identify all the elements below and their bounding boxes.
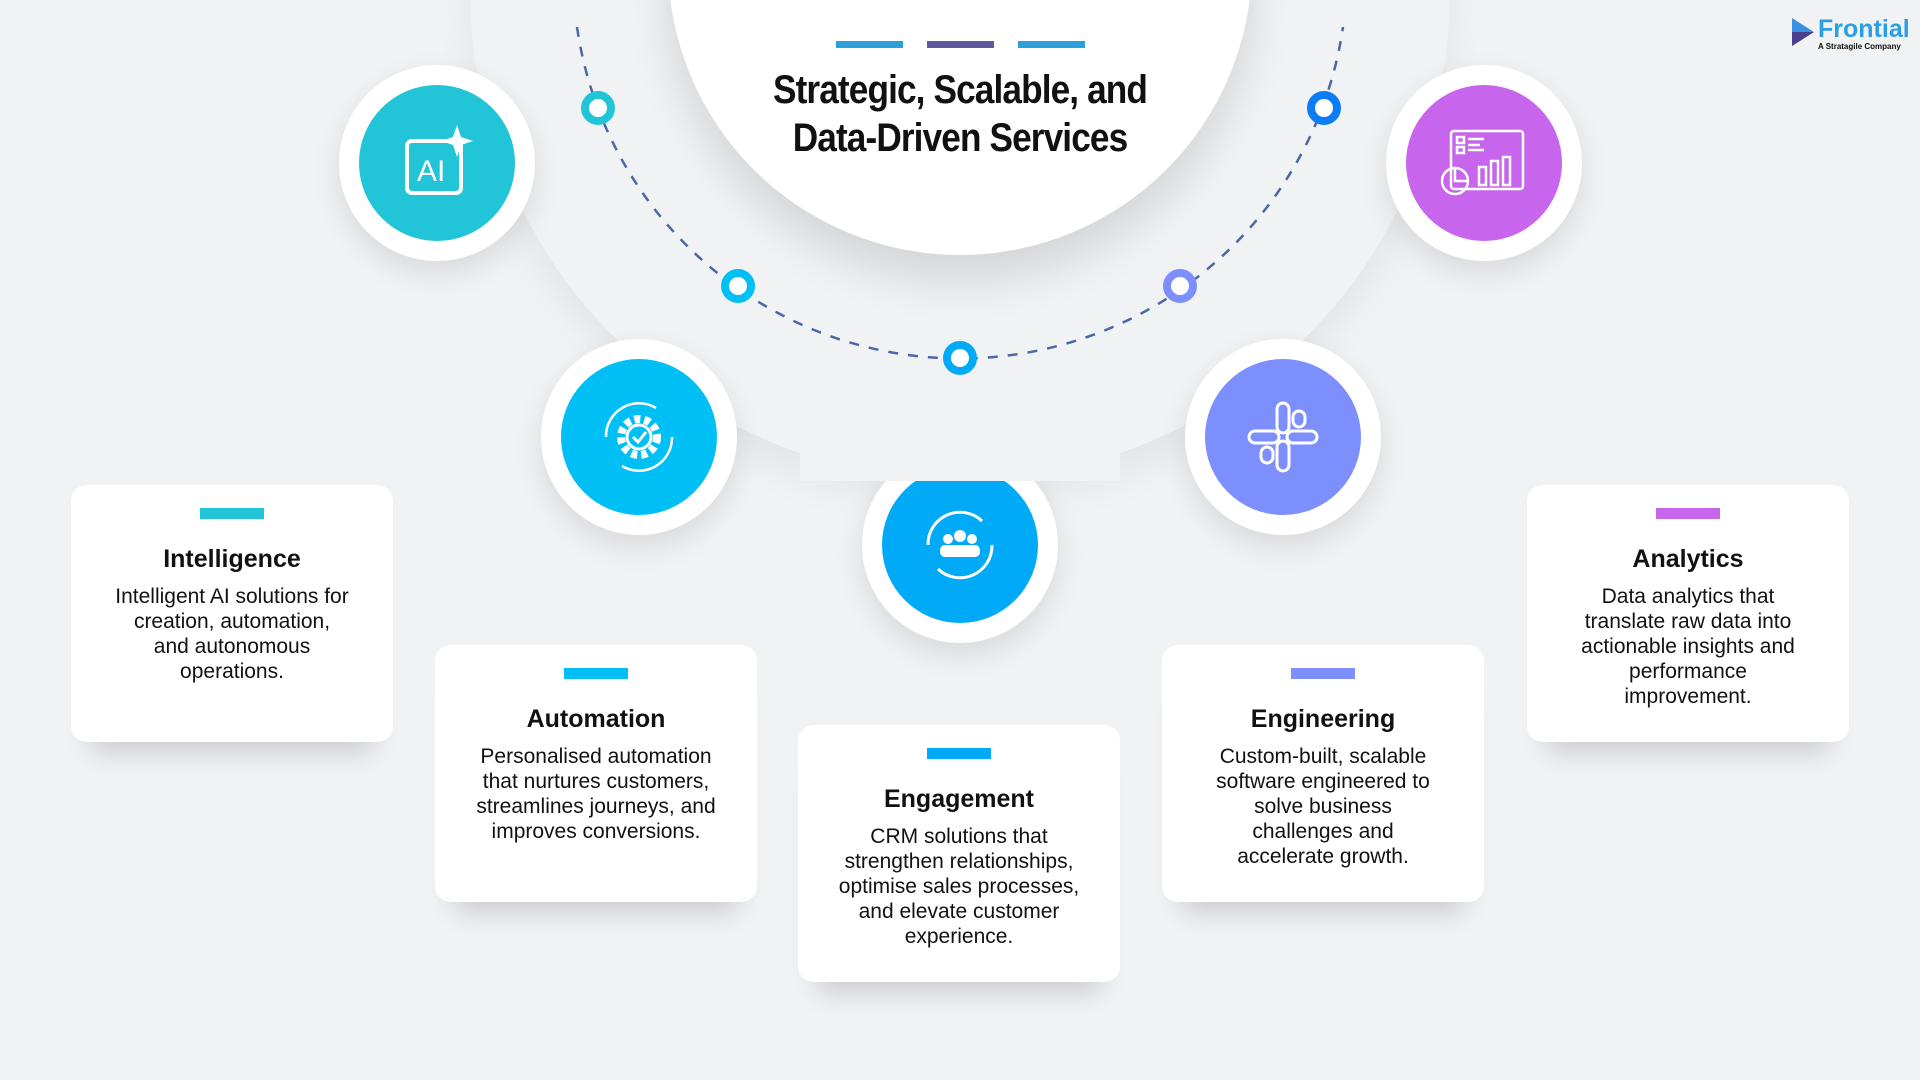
arc-node-engagement (943, 341, 977, 375)
card-text: and autonomous (153, 635, 311, 658)
icon-disc-automation (561, 359, 717, 515)
card-text: improves conversions. (491, 820, 701, 843)
card-text: streamlines journeys, and (476, 795, 716, 818)
card-accent-bar (927, 748, 991, 759)
accent-bar (836, 41, 903, 48)
logo: Frontial A Stratagile Company (1790, 16, 1910, 51)
service-card-engagement: Engagement CRM solutions that strengthen… (798, 725, 1120, 982)
card-accent-bar (1291, 668, 1355, 679)
card-accent-bar (1656, 508, 1720, 519)
gear-check-cycle-icon (604, 402, 674, 472)
card-title: Automation (526, 705, 666, 733)
svg-text:AI: AI (417, 155, 445, 188)
card-accent-bar (564, 668, 628, 679)
title-accent-bars (836, 41, 1085, 48)
arc-node-analytics (1307, 91, 1341, 125)
card-text: that nurtures customers, (482, 770, 710, 793)
card-text: Data analytics that (1601, 585, 1775, 608)
service-card-automation: Automation Personalised automation that … (435, 645, 757, 902)
card-text: Intelligent AI solutions for (115, 585, 349, 608)
card-text: actionable insights and (1581, 635, 1795, 658)
card-title: Engineering (1250, 705, 1396, 733)
team-cycle-icon (926, 510, 994, 580)
logo-tagline: A Stratagile Company (1818, 42, 1901, 51)
card-text: experience. (904, 925, 1014, 948)
icon-disc-engineering (1205, 359, 1361, 515)
service-card-intelligence: Intelligence Intelligent AI solutions fo… (71, 485, 393, 742)
arc-node-intelligence (581, 91, 615, 125)
accent-bar (927, 41, 994, 48)
logo-play-icon (1792, 18, 1814, 46)
card-text: operations. (180, 660, 284, 683)
card-text: CRM solutions that (870, 825, 1048, 848)
card-title: Intelligence (163, 545, 301, 573)
arc-node-automation (721, 269, 755, 303)
card-text: performance (1629, 660, 1747, 683)
icon-disc-intelligence: AI (359, 85, 515, 241)
card-text: solve business (1254, 795, 1392, 818)
logo-name: Frontial (1818, 15, 1910, 43)
arc-node-engineering (1163, 269, 1197, 303)
card-text: strengthen relationships, (844, 850, 1074, 873)
card-text: improvement. (1624, 685, 1752, 708)
card-text: Personalised automation (480, 745, 712, 768)
page-title: Strategic, Scalable, and Data-Driven Ser… (731, 66, 1189, 162)
disc-overlap-mask (800, 420, 1120, 481)
card-accent-bar (200, 508, 264, 519)
card-text: accelerate growth. (1237, 845, 1409, 868)
card-text: and elevate customer (858, 900, 1060, 923)
icon-disc-analytics (1406, 85, 1562, 241)
service-card-engineering: Engineering Custom-built, scalable softw… (1162, 645, 1484, 902)
service-card-analytics: Analytics Data analytics that translate … (1527, 485, 1849, 742)
icon-disc-engagement (882, 467, 1038, 623)
card-title: Analytics (1632, 545, 1744, 573)
title-line: Data-Driven Services (792, 116, 1128, 160)
modules-icon (1247, 401, 1319, 473)
card-text: Custom-built, scalable (1219, 745, 1427, 768)
card-text: optimise sales processes, (838, 875, 1080, 898)
card-title: Engagement (883, 785, 1035, 813)
ai-sparkle-icon: AI (405, 125, 473, 195)
card-text: software engineered to (1216, 770, 1430, 793)
dashboard-chart-icon (1440, 129, 1525, 196)
title-line: Strategic, Scalable, and (772, 68, 1148, 112)
card-text: challenges and (1252, 820, 1394, 843)
card-text: translate raw data into (1584, 610, 1792, 633)
card-text: creation, automation, (133, 610, 331, 633)
accent-bar (1018, 41, 1085, 48)
